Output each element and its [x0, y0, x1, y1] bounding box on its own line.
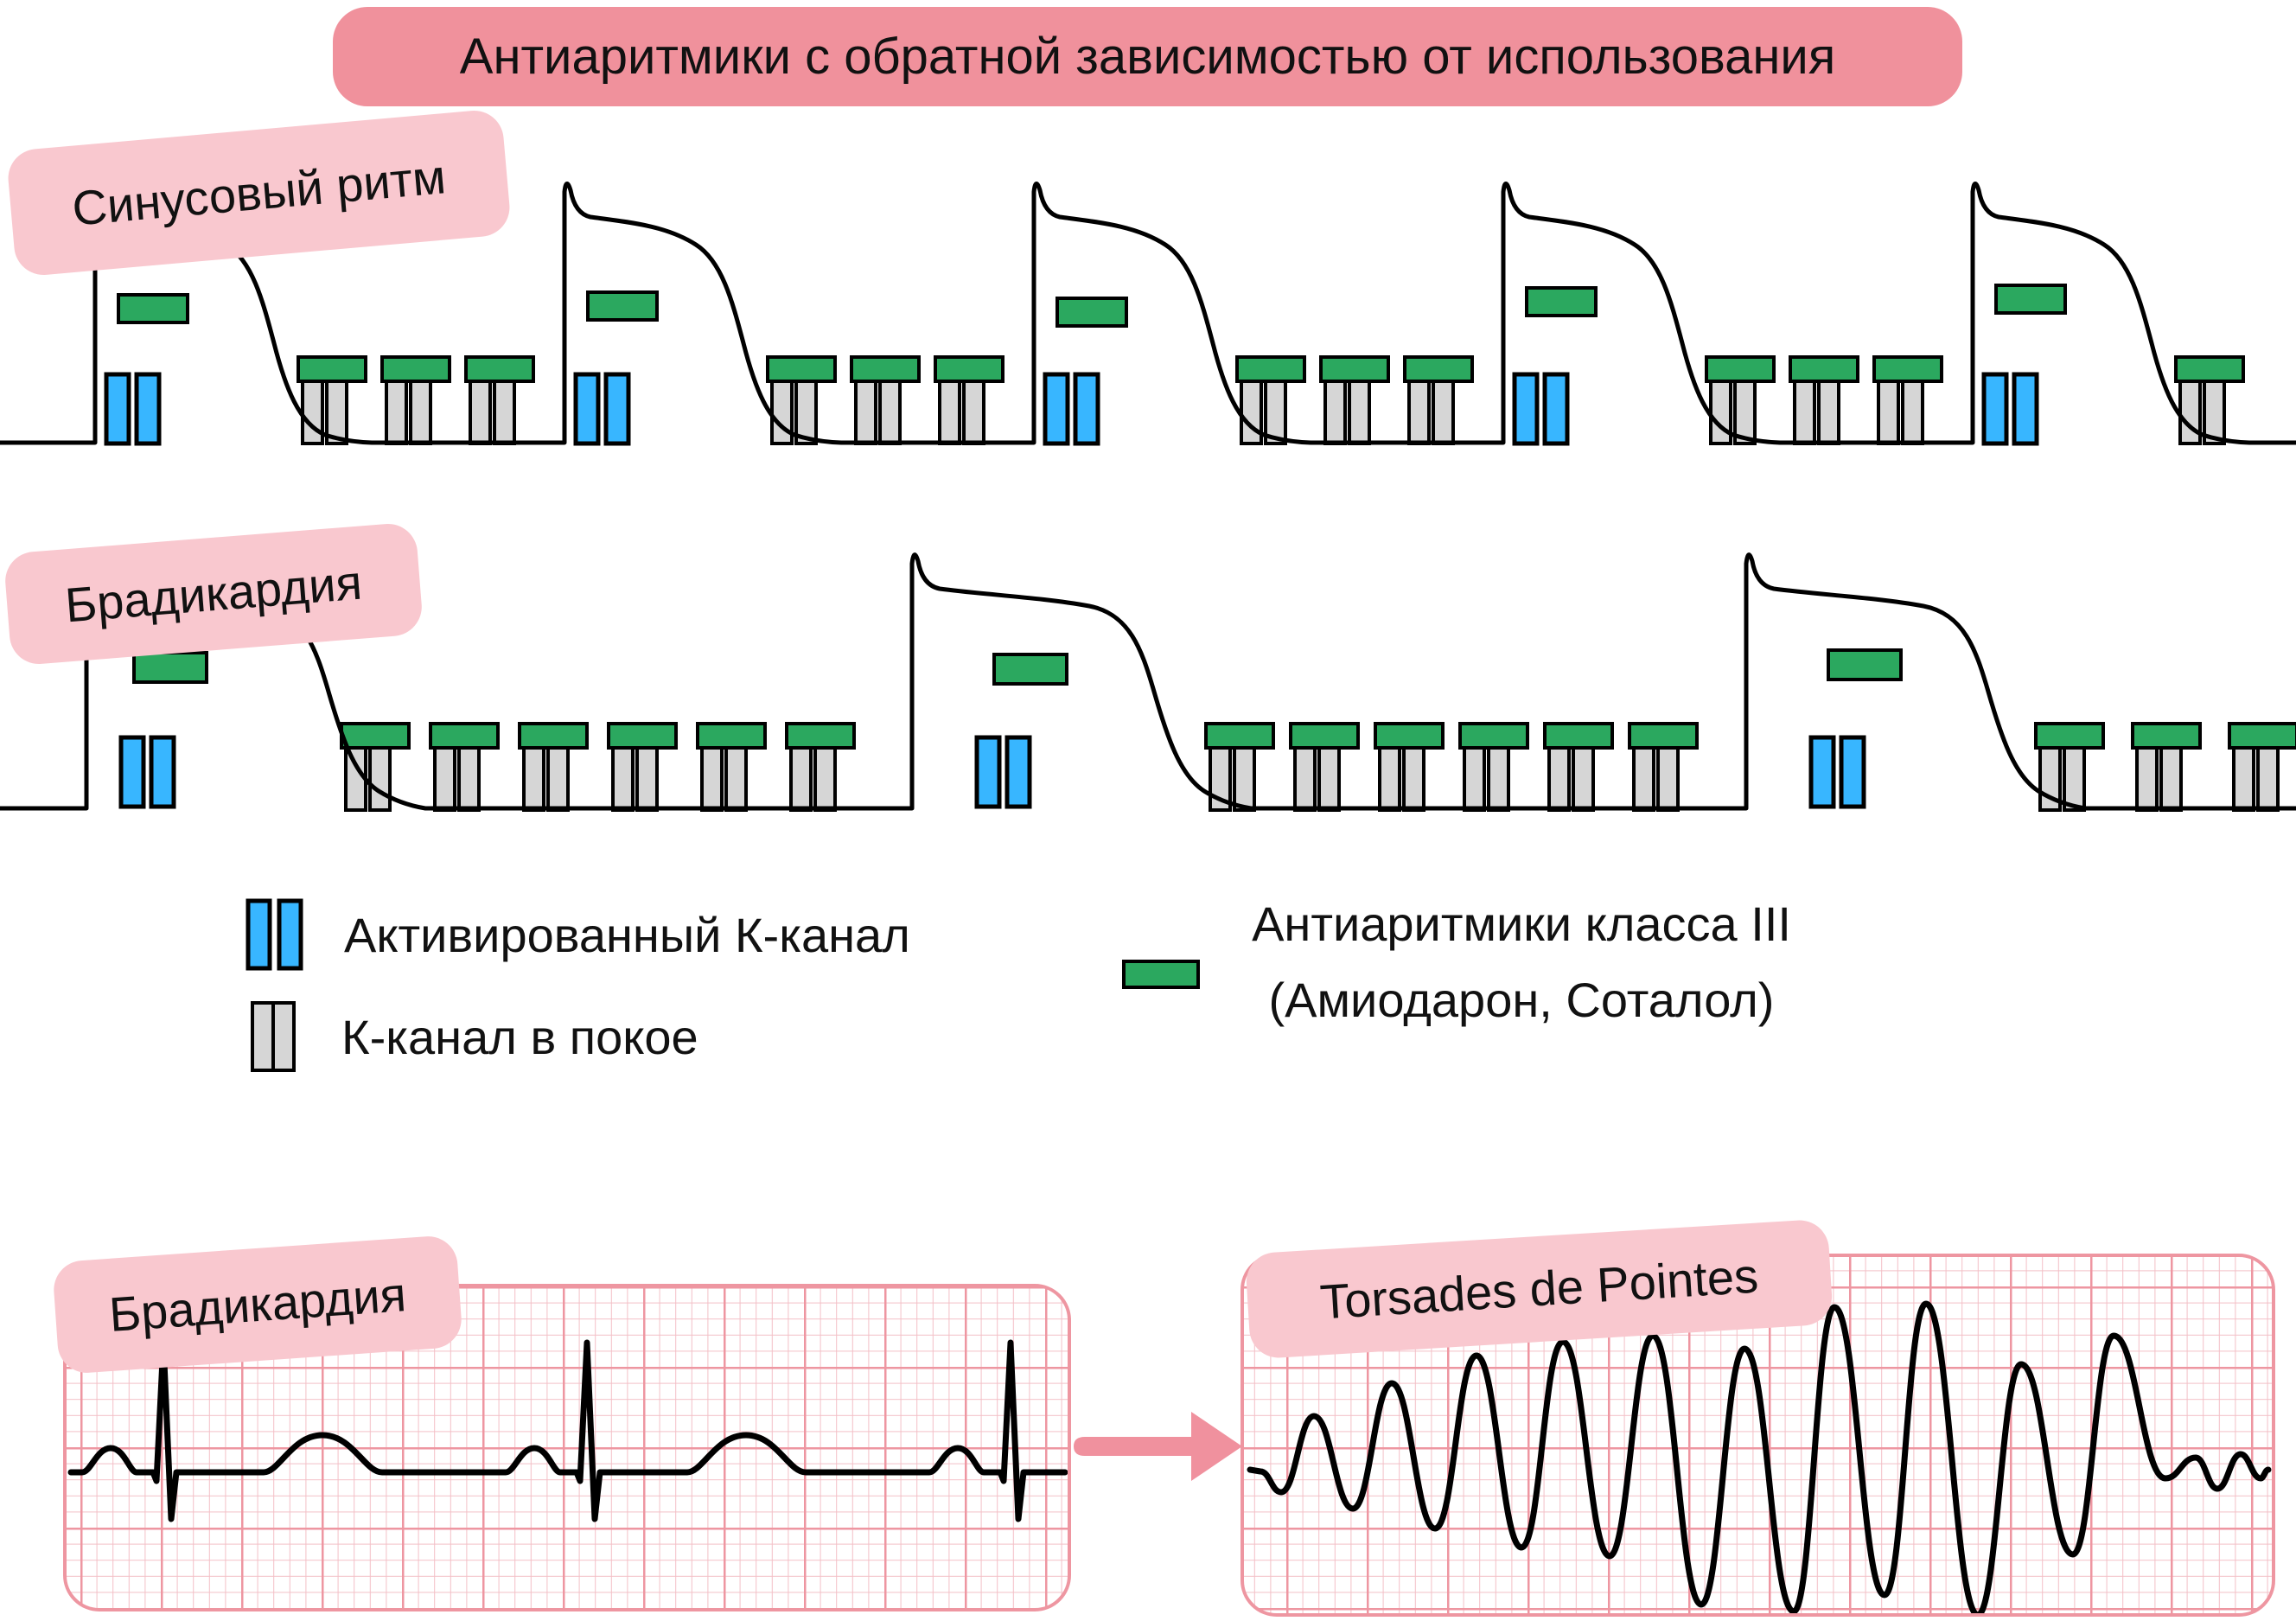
ecg-bradycardia-box — [63, 1284, 1071, 1611]
legend-class3-line1: Антиаритмики класса III — [1252, 897, 1791, 951]
legend-activated-label: Активированный К-канал — [344, 897, 910, 972]
legend-class3-line2: (Амиодарон, Соталол) — [1268, 973, 1775, 1028]
legend-resting-text: К-канал в покое — [341, 1009, 698, 1064]
class-iii-drug-icon — [1122, 960, 1200, 989]
ecg-torsades-label-text: Torsades de Pointes — [1318, 1248, 1760, 1330]
legend-icons — [246, 898, 1200, 1072]
legend-activated-text: Активированный К-канал — [344, 907, 910, 962]
resting-k-channel-icon — [251, 1001, 296, 1072]
arrow-right-icon — [1074, 1412, 1242, 1481]
sinus-rhythm-label-text: Синусовый ритм — [69, 149, 448, 236]
torsades-ecg-trace — [1247, 1300, 2272, 1615]
diagram-title-text: Антиаритмики с обратной зависимостью от … — [459, 29, 1836, 85]
bradycardia-row-label-text: Брадикардия — [62, 554, 364, 633]
diagram-title: Антиаритмики с обратной зависимостью от … — [333, 7, 1962, 106]
class-iii-drug-bars-sinus — [117, 284, 2067, 328]
sinus-rhythm-trace — [0, 182, 2296, 445]
legend-resting-label: К-канал в покое — [341, 999, 698, 1074]
sinus-rhythm-row — [0, 182, 2296, 445]
legend-class3-label: Антиаритмики класса III (Амиодарон, Сота… — [1210, 886, 1833, 1039]
class-iii-drug-bars-brady — [132, 648, 1903, 686]
ecg-bradycardia-label-text: Брадикардия — [107, 1266, 408, 1342]
bradycardia-ecg-trace — [67, 1339, 1068, 1522]
activated-k-channel-icon — [246, 898, 303, 971]
